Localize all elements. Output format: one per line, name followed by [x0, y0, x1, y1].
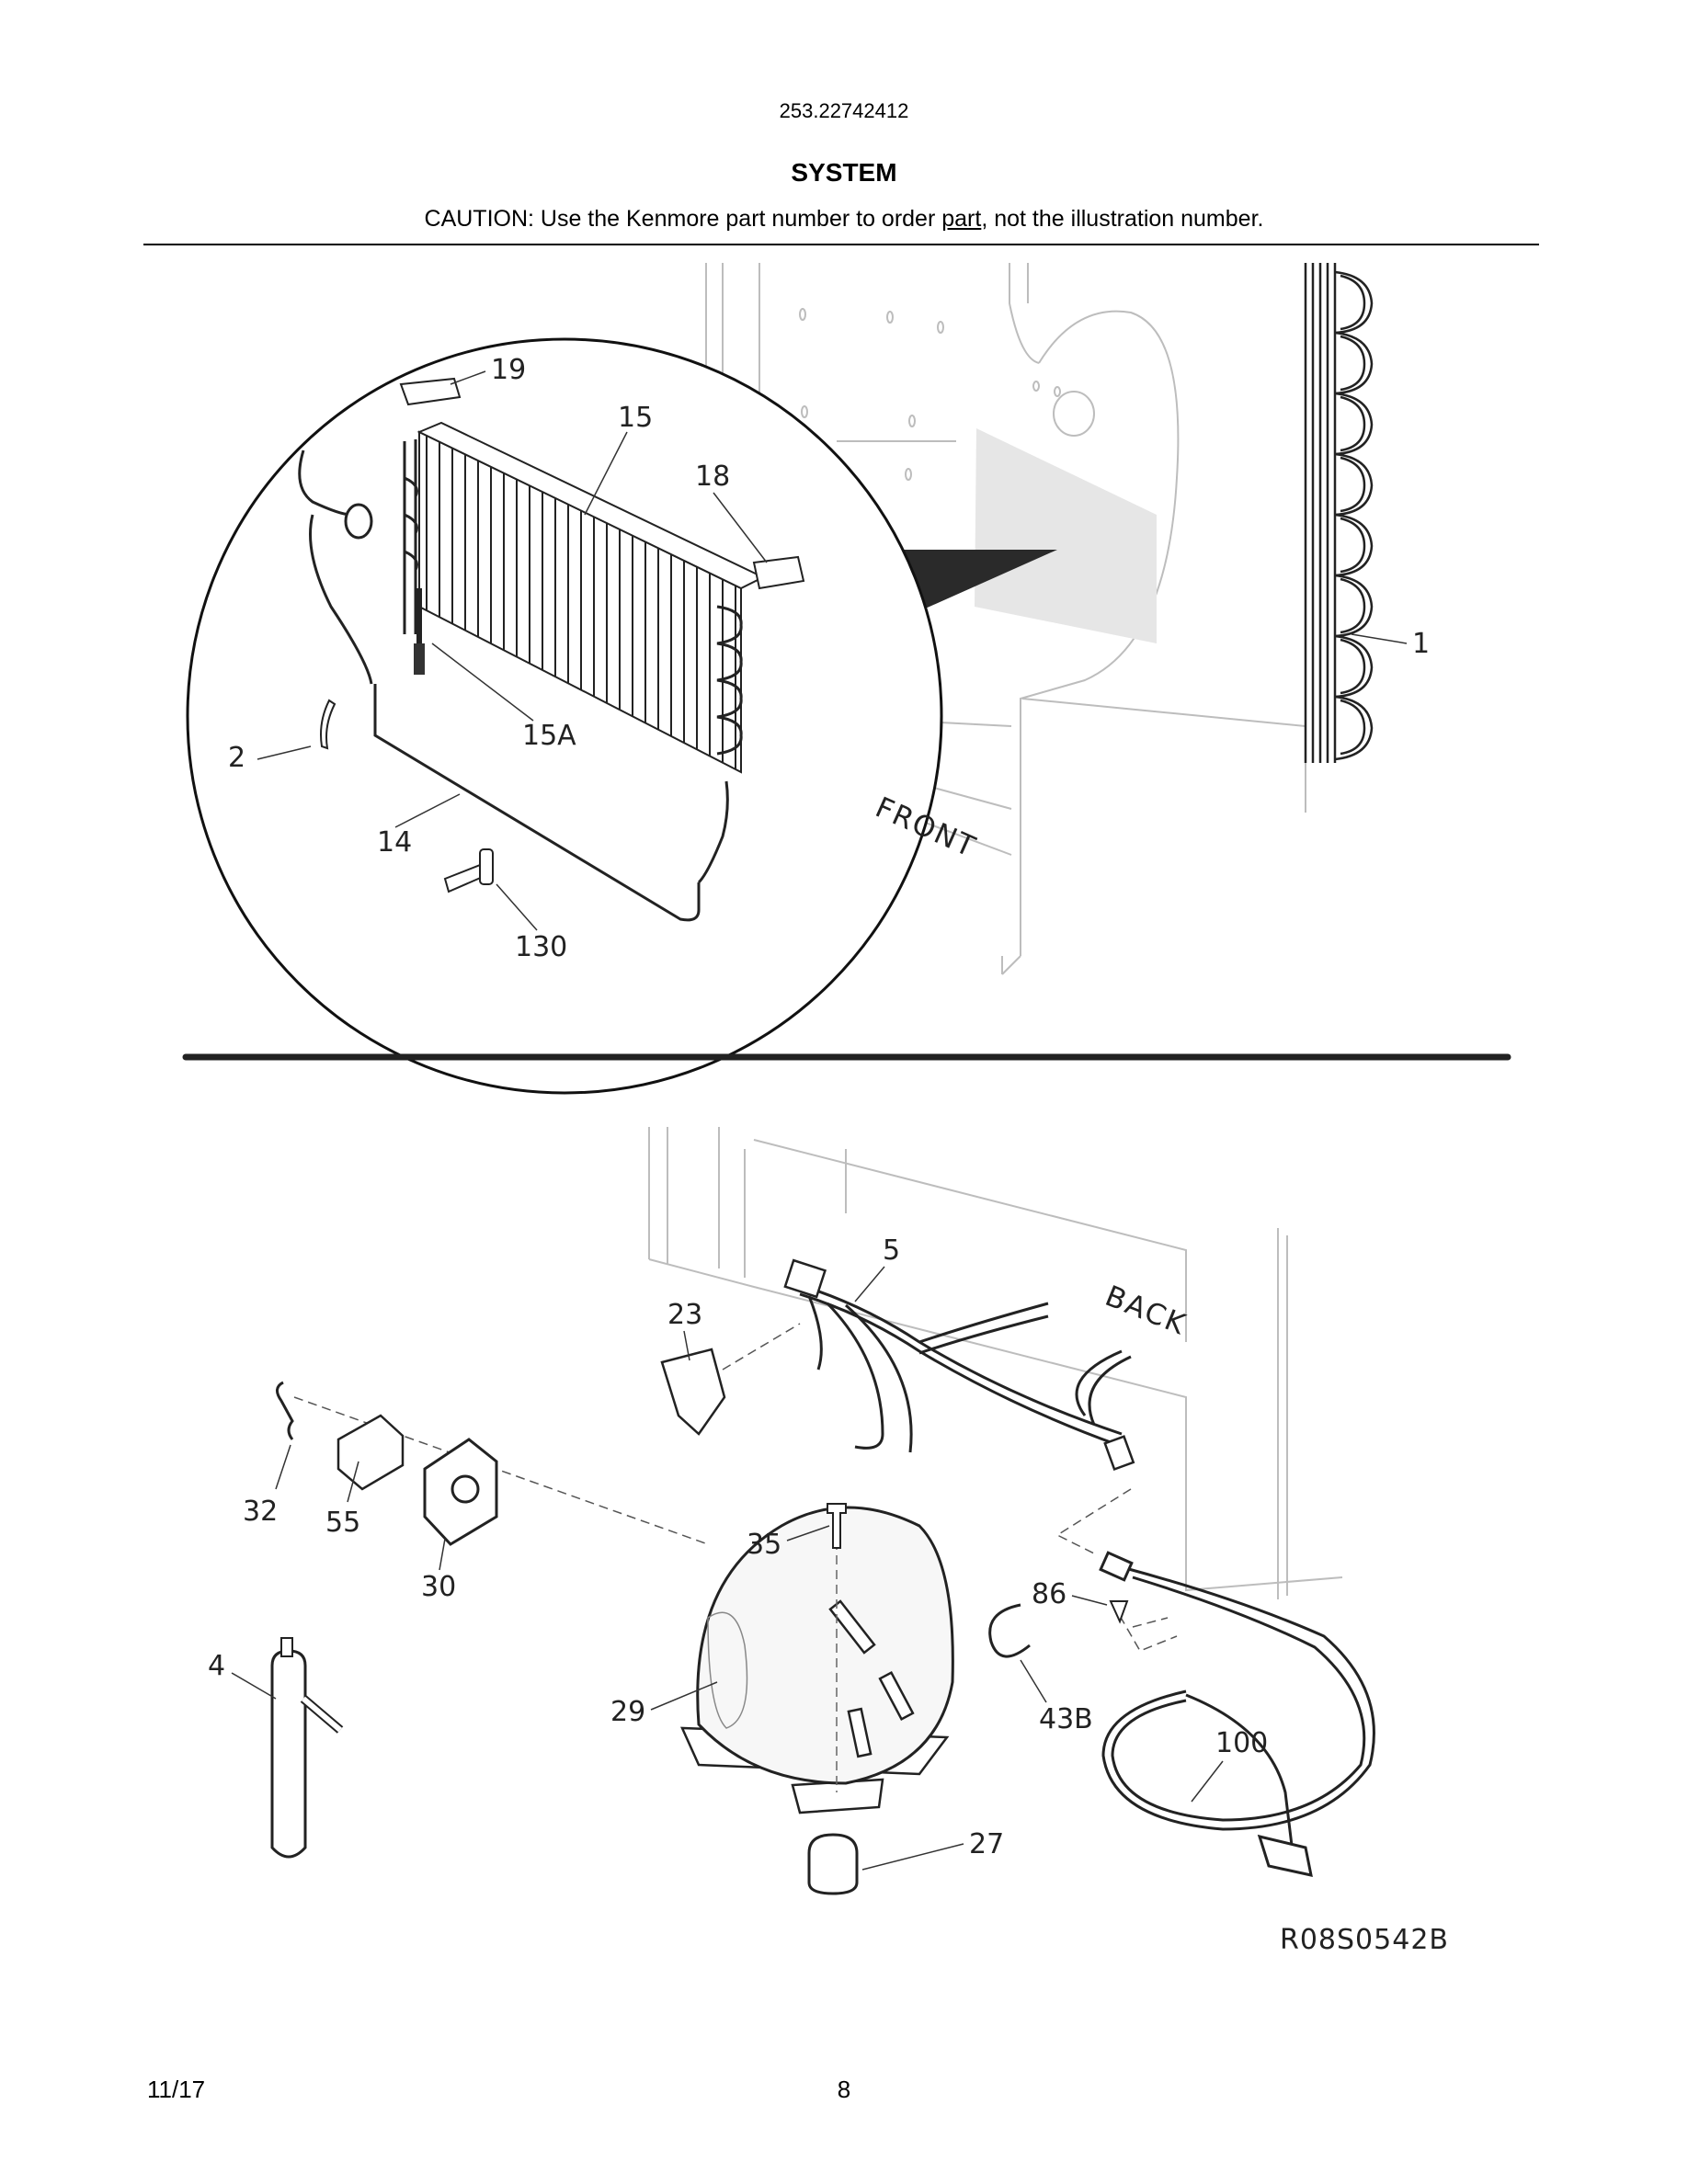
callout-1: 1 [1412, 628, 1430, 660]
callout-43b: 43B [1039, 1703, 1093, 1735]
callout-19: 19 [491, 354, 526, 386]
detail-circle [186, 337, 943, 1095]
caution-text-before: CAUTION: Use the Kenmore part number to … [424, 206, 942, 232]
callout-29: 29 [610, 1696, 645, 1728]
part-55-relay [336, 1414, 405, 1491]
drawing-code: R08S0542B [1280, 1924, 1449, 1956]
top-leader-lines [257, 370, 1408, 931]
part-19-pad [399, 377, 462, 406]
callout-32: 32 [243, 1496, 278, 1528]
section-title: SYSTEM [791, 158, 897, 187]
callout-18: 18 [695, 461, 730, 493]
part-27-grommet [807, 1833, 859, 1895]
caution-part-link[interactable]: part [941, 206, 982, 232]
callout-4: 4 [208, 1650, 225, 1682]
callout-2: 2 [228, 742, 245, 774]
part-35-bolt [827, 1503, 847, 1549]
caution-text-after: , not the illustration number. [981, 206, 1264, 232]
top-diagram: 19 15 18 1 15A 2 14 130 FRONT [186, 263, 1430, 1095]
callout-100: 100 [1215, 1727, 1268, 1759]
model-number: 253.22742412 [779, 99, 909, 122]
callout-86: 86 [1032, 1578, 1066, 1610]
callout-5: 5 [883, 1234, 900, 1267]
back-direction-label: BACK [1101, 1280, 1192, 1342]
harness-connector-top [783, 1258, 827, 1299]
wire-harness [799, 1283, 1132, 1453]
callout-35: 35 [747, 1529, 781, 1561]
callout-27: 27 [969, 1828, 1004, 1860]
defrost-wiring [298, 449, 729, 922]
part-100-power-cord [1099, 1551, 1375, 1877]
callout-15: 15 [618, 402, 653, 434]
part-43b-clip [988, 1603, 1031, 1658]
header-rule [143, 244, 1539, 245]
callout-55: 55 [325, 1507, 360, 1539]
condenser-coil [1304, 263, 1374, 763]
thermostat-bulb [344, 503, 373, 540]
callout-130: 130 [515, 931, 567, 963]
part-18-pad [752, 555, 805, 590]
harness-connector-bottom [1103, 1435, 1135, 1472]
part-86-screw [1109, 1600, 1129, 1624]
caution-note: CAUTION: Use the Kenmore part number to … [0, 206, 1688, 233]
callout-30: 30 [421, 1571, 456, 1603]
bottom-leader-lines [231, 1266, 1224, 1871]
part-30-overload [423, 1438, 498, 1546]
bottom-diagram: 5 23 32 55 30 35 86 4 29 43B 100 27 BACK… [208, 1127, 1449, 1956]
part-23-bracket [660, 1348, 726, 1436]
footer-date: 11/17 [147, 2076, 206, 2103]
part-2-clip [320, 699, 336, 750]
cabinet-back-outline [648, 1127, 1343, 1599]
evaporator-location-shade [975, 428, 1157, 643]
part-4-drier [270, 1637, 344, 1859]
callout-23: 23 [667, 1299, 702, 1331]
evaporator [403, 421, 766, 774]
callout-14: 14 [377, 826, 412, 859]
part-32-clip [276, 1381, 294, 1440]
callout-15a: 15A [522, 720, 576, 752]
part-130-plug [443, 848, 494, 893]
footer-page-number: 8 [837, 2076, 851, 2103]
compressor [680, 1506, 954, 1814]
